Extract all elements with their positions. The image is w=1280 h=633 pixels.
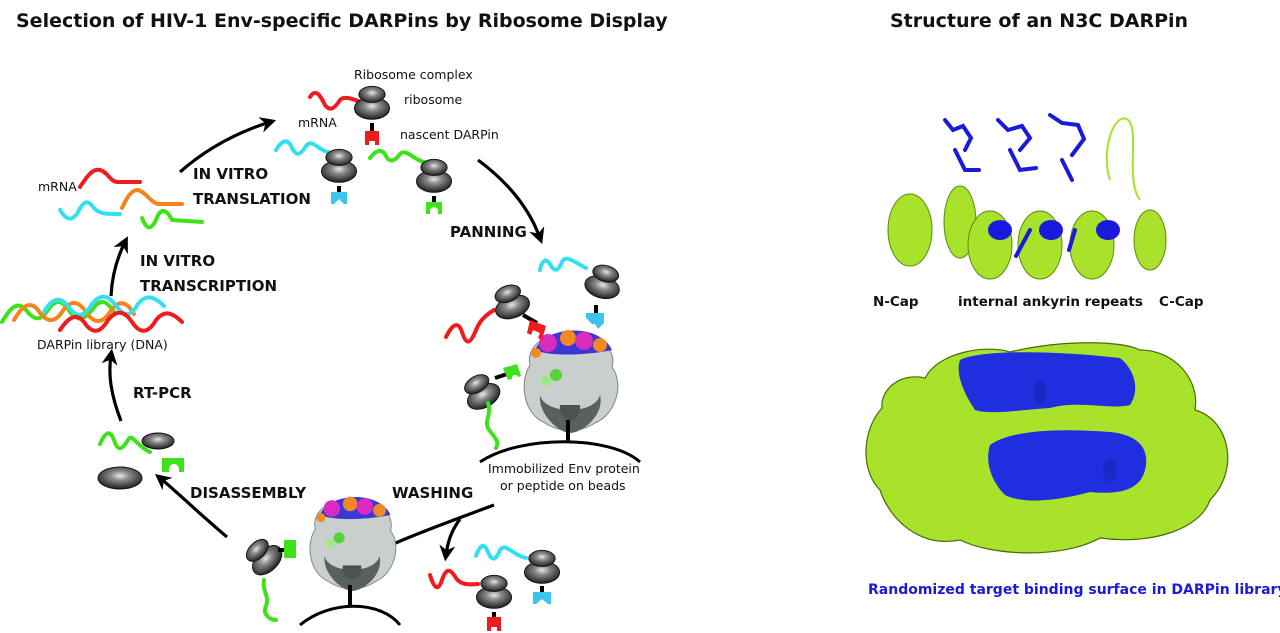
darpin-cyan-washed — [533, 592, 551, 604]
ncap-label: N-Cap — [873, 294, 919, 310]
right-panel-title: Structure of an N3C DARPin — [890, 10, 1188, 32]
ribosome-label: ribosome — [404, 92, 463, 107]
ribosome-red-washed — [475, 574, 513, 609]
mrna-red — [78, 167, 142, 189]
randomized-residue-3 — [1096, 220, 1120, 240]
step-translation-line1: IN VITRO — [193, 165, 268, 183]
panning-complex: Immobilized Env protein or peptide on be… — [444, 256, 642, 493]
arrow-translation — [178, 117, 277, 174]
mrna-left-label: mRNA — [38, 179, 77, 194]
ribosome-cyan — [320, 148, 358, 183]
mrna-cyan-complex — [274, 139, 330, 156]
ribosome-green — [415, 158, 453, 193]
mrna-pool: mRNA — [38, 167, 204, 230]
darpin-cyan-bound — [586, 313, 604, 329]
arrow-transcription — [109, 236, 128, 297]
ccap-loop — [1105, 117, 1141, 201]
arrow-disassembly — [155, 474, 229, 539]
mrna-cyan-washed — [474, 543, 528, 561]
mrna-red-bound — [444, 308, 496, 344]
disassembled-parts — [97, 431, 184, 490]
internal-repeats-label: internal ankyrin repeats — [958, 294, 1143, 310]
disassembly-complex — [238, 496, 402, 627]
darpin-library-label: DARPin library (DNA) — [37, 337, 168, 352]
darpin-red — [365, 131, 379, 145]
step-transcription-line2: TRANSCRIPTION — [140, 277, 277, 295]
washed-complexes — [428, 543, 561, 631]
darpin-green-disassembly — [284, 540, 296, 558]
step-washing: WASHING — [392, 484, 473, 502]
left-panel-title: Selection of HIV-1 Env-specific DARPins … — [16, 10, 668, 32]
ribosome-cyan-washed — [523, 549, 561, 584]
mrna-top-label: mRNA — [298, 115, 337, 130]
arrow-rtpcr — [101, 348, 123, 422]
mrna-green — [140, 209, 204, 230]
darpin-red-washed — [487, 617, 501, 631]
darpin-green — [426, 202, 442, 214]
ccap-helix — [1133, 209, 1167, 271]
ribosome-complexes-top: Ribosome complex ribosome mRNA nascent D… — [274, 67, 499, 214]
ribosome-red — [353, 85, 391, 120]
dna-library: DARPin library (DNA) — [0, 294, 184, 352]
step-panning: PANNING — [450, 223, 527, 241]
mrna-green-disassembly — [261, 578, 278, 622]
darpin-surface-structure — [865, 342, 1229, 554]
ncap-helix — [887, 193, 933, 267]
bead-surface — [479, 440, 642, 464]
arrow-panning — [477, 158, 545, 245]
mrna-cyan — [58, 200, 122, 221]
small-subunit — [141, 432, 175, 450]
ccap-label: C-Cap — [1159, 294, 1204, 310]
immobilized-label-line1: Immobilized Env protein — [488, 461, 640, 476]
env-trimer-bound — [309, 496, 397, 592]
arrow-washing-discard — [439, 518, 462, 562]
ribosome-green-disassembly — [238, 531, 288, 581]
mrna-green-complex — [368, 149, 426, 164]
mrna-cyan-bound — [538, 256, 588, 272]
step-disassembly: DISASSEMBLY — [190, 484, 307, 502]
ribosome-cyan-bound — [581, 260, 626, 303]
randomized-residue-2 — [1039, 220, 1063, 240]
mrna-green-bound — [484, 401, 500, 450]
darpin-green-bound — [503, 364, 521, 380]
ribosome-complex-label: Ribosome complex — [354, 67, 473, 82]
mrna-green-free — [98, 431, 152, 454]
binding-surface-lower — [988, 430, 1147, 501]
bead-surface-2 — [299, 604, 402, 627]
immobilized-label-line2: or peptide on beads — [500, 478, 626, 493]
darpin-cyan — [331, 192, 347, 204]
env-trimer — [523, 329, 619, 434]
step-translation-line2: TRANSLATION — [193, 190, 311, 208]
step-transcription-line1: IN VITRO — [140, 252, 215, 270]
nascent-darpin-label: nascent DARPin — [400, 127, 499, 142]
darpin-green-free — [162, 458, 184, 472]
surface-caption: Randomized target binding surface in DAR… — [868, 582, 1280, 598]
randomized-residue-1 — [988, 220, 1012, 240]
mrna-red-complex — [308, 90, 366, 111]
darpin-red-bound — [527, 320, 546, 340]
step-rtpcr: RT-PCR — [133, 384, 192, 402]
darpin-ribbon-structure — [887, 113, 1167, 280]
large-subunit — [97, 466, 143, 490]
mrna-red-washed — [428, 568, 480, 590]
mrna-orange — [120, 188, 184, 210]
binding-surface-upper — [958, 352, 1136, 413]
